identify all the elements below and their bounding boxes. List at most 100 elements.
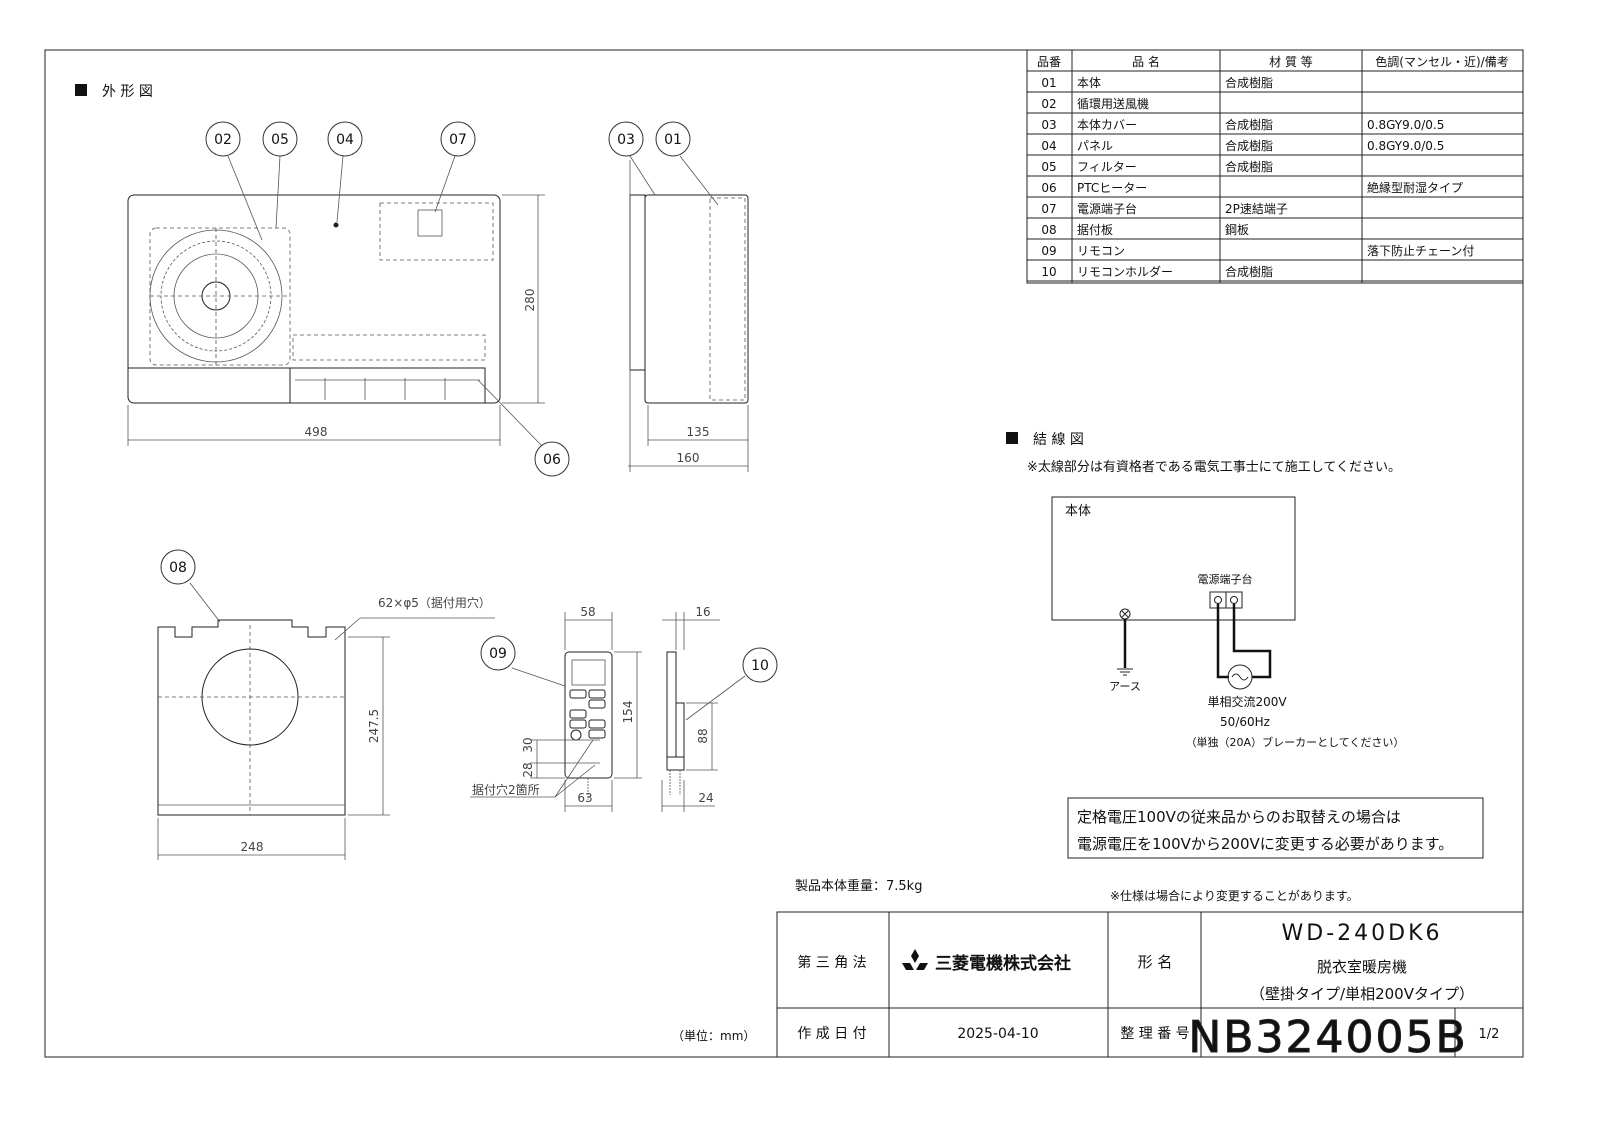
part-name: 本体 [1077, 76, 1101, 90]
terminal-label: 電源端子台 [1198, 572, 1253, 586]
dim-front-width: 498 [305, 425, 328, 439]
table-row: 08 据付板 鋼板 [1041, 223, 1249, 237]
remote-view: 58 154 63 28 30 据付穴2箇所 16 88 24 [470, 605, 746, 812]
table-row: 03 本体カバー 合成樹脂 0.8GY9.0/0.5 [1041, 117, 1444, 132]
part-name: 電源端子台 [1077, 201, 1137, 216]
dim-remote-hole-b: 30 [521, 737, 535, 752]
balloon-label: 03 [617, 132, 635, 148]
balloon-label: 07 [449, 132, 467, 148]
table-header: 品番 [1037, 55, 1061, 69]
part-color-note: 落下防止チェーン付 [1367, 243, 1474, 258]
table-header: 品 名 [1132, 54, 1160, 69]
power-spec-3: （単独（20A）ブレーカーとしてください） [1186, 735, 1405, 749]
remote-holes-note: 据付穴2箇所 [472, 782, 540, 797]
part-number: 08 [1041, 223, 1056, 237]
part-name: フィルター [1077, 160, 1137, 174]
notice-line-1: 定格電圧100Vの従来品からのお取替えの場合は [1077, 808, 1401, 826]
part-name: 循環用送風機 [1077, 96, 1149, 111]
notice-box [1067, 797, 1484, 859]
balloon-label: 09 [489, 646, 507, 662]
product-name: 脱衣室暖房機 [1317, 958, 1407, 976]
wiring-note: ※太線部分は有資格者である電気工事士にて施工してください。 [1027, 459, 1401, 475]
ground-label: アース [1109, 680, 1141, 693]
section-marker-icon [75, 84, 87, 96]
part-material: 鋼板 [1225, 223, 1249, 237]
side-view: 135 160 [628, 155, 749, 472]
part-name: PTCヒーター [1077, 181, 1147, 195]
dim-remote-hole-a: 28 [521, 762, 535, 777]
ground-symbol-icon [1117, 668, 1133, 676]
part-name: パネル [1077, 139, 1113, 153]
part-number: 02 [1041, 97, 1056, 111]
part-color-note: 絶縁型耐湿タイプ [1367, 180, 1463, 195]
balloon-label: 02 [214, 132, 232, 148]
part-number: 09 [1041, 244, 1056, 258]
dim-holder-thickness: 16 [695, 605, 710, 619]
part-number: 04 [1041, 139, 1056, 153]
front-view: 498 280 [127, 155, 545, 447]
plate-holes-label: 62×φ5（据付用穴） [378, 595, 491, 610]
ac-source-icon [1227, 664, 1253, 690]
outline-title: 外 形 図 [102, 84, 153, 100]
balloon-label: 10 [751, 658, 769, 674]
part-name: 本体カバー [1077, 118, 1137, 132]
part-name: リモコン [1077, 244, 1125, 258]
model-label: 形 名 [1138, 953, 1173, 971]
wiring-title: 結 線 図 [1033, 432, 1084, 448]
part-color-note: 0.8GY9.0/0.5 [1367, 118, 1444, 132]
power-spec-2: 50/60Hz [1220, 715, 1270, 729]
power-spec-1: 単相交流200V [1207, 694, 1287, 709]
unit-label: （単位：mm） [672, 1028, 755, 1043]
title-block: 第 三 角 法 三菱電機株式会社 形 名 WD-240DK6 脱衣室暖房機 （壁… [776, 911, 1524, 1064]
part-number: 01 [1041, 76, 1056, 90]
balloon-label: 06 [543, 452, 561, 468]
table-row: 04 パネル 合成樹脂 0.8GY9.0/0.5 [1041, 138, 1444, 153]
part-name: リモコンホルダー [1077, 264, 1173, 279]
dim-side-total: 160 [677, 451, 700, 465]
date-label: 作 成 日 付 [797, 1026, 866, 1042]
body-label: 本体 [1065, 504, 1091, 519]
part-number: 05 [1041, 160, 1056, 174]
table-row: 02 循環用送風機 [1041, 96, 1149, 111]
table-row: 10 リモコンホルダー 合成樹脂 [1041, 264, 1273, 279]
model-number: WD-240DK6 [1282, 921, 1443, 946]
table-row: 07 電源端子台 2P速結端子 [1041, 201, 1288, 216]
part-number: 03 [1041, 118, 1056, 132]
projection-label: 第 三 角 法 [797, 954, 866, 971]
dim-remote-width: 58 [580, 605, 595, 619]
table-row: 01 本体 合成樹脂 [1041, 75, 1273, 90]
part-material: 合成樹脂 [1225, 159, 1273, 174]
mounting-plate-view: 248 247.5 62×φ5（据付用穴） [157, 582, 495, 860]
creation-date: 2025-04-10 [957, 1026, 1038, 1042]
part-number: 07 [1041, 202, 1056, 216]
dim-holder-depth: 24 [698, 791, 713, 805]
page-number: 1/2 [1479, 1027, 1500, 1042]
spec-note: ※仕様は場合により変更することがあります。 [1110, 888, 1359, 903]
table-row: 05 フィルター 合成樹脂 [1041, 159, 1273, 174]
balloon-label: 01 [664, 132, 682, 148]
part-material: 合成樹脂 [1225, 264, 1273, 279]
part-name: 据付板 [1077, 223, 1113, 237]
part-material: 合成樹脂 [1225, 75, 1273, 90]
section-marker-icon [1006, 432, 1018, 444]
part-material: 合成樹脂 [1225, 117, 1273, 132]
balloon-label: 08 [169, 560, 187, 576]
dim-remote-bottom: 63 [577, 791, 592, 805]
drawing-number: NB324005B [1188, 1012, 1467, 1063]
part-material: 合成樹脂 [1225, 138, 1273, 153]
product-subtitle: （壁掛タイプ/単相200Vタイプ） [1250, 985, 1474, 1003]
table-row: 09 リモコン 落下防止チェーン付 [1041, 243, 1474, 258]
part-number: 10 [1041, 265, 1056, 279]
dim-remote-height: 154 [621, 701, 635, 724]
table-header: 材 質 等 [1269, 54, 1313, 69]
product-weight: 製品本体重量：7.5kg [795, 878, 922, 894]
mitsubishi-logo-icon [902, 949, 928, 970]
company-name: 三菱電機株式会社 [935, 953, 1071, 974]
balloon-label: 04 [336, 132, 354, 148]
dim-plate-width: 248 [241, 840, 264, 854]
part-color-note: 0.8GY9.0/0.5 [1367, 139, 1444, 153]
part-material: 2P速結端子 [1225, 202, 1288, 216]
